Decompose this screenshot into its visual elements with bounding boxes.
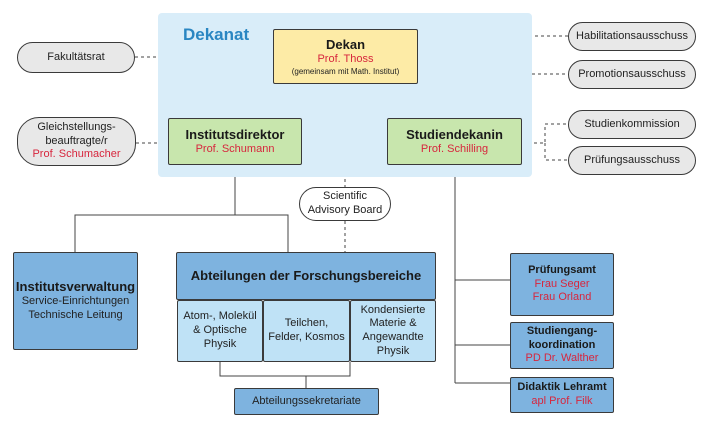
gleichstellung-person: Prof. Schumacher bbox=[32, 148, 121, 161]
gleichstellung-line2: beauftragte/r bbox=[45, 134, 108, 147]
abteilung-kondensiert-box[interactable]: Kondensierte Materie & Angewandte Physik bbox=[350, 300, 436, 362]
studiengangkoordination-box[interactable]: Studiengang- koordination PD Dr. Walther bbox=[510, 322, 614, 369]
abteilung-atom-line3: Physik bbox=[203, 337, 237, 350]
pruefungsamt-title: Prüfungsamt bbox=[528, 263, 596, 276]
studiengang-line2: koordination bbox=[528, 338, 596, 351]
promotionsausschuss-label: Promotionsausschuss bbox=[578, 67, 686, 80]
dekanat-label: Dekanat bbox=[183, 25, 250, 44]
abteilungssekretariate-label: Abteilungssekretariate bbox=[252, 394, 361, 407]
dekan-person: Prof. Thoss bbox=[317, 52, 374, 65]
didaktik-title: Didaktik Lehramt bbox=[517, 381, 607, 394]
dekan-title: Dekan bbox=[325, 36, 366, 52]
abteilung-teilchen-box[interactable]: Teilchen, Felder, Kosmos bbox=[263, 300, 350, 362]
pruefungsausschuss-label: Prüfungsausschuss bbox=[584, 153, 680, 166]
institutsverwaltung-line2: Technische Leitung bbox=[28, 309, 123, 322]
dekan-note: (gemeinsam mit Math. Institut) bbox=[291, 66, 400, 76]
abteilung-kondensiert-line1: Kondensierte bbox=[360, 303, 426, 316]
institutsverwaltung-box[interactable]: Institutsverwaltung Service-Einrichtunge… bbox=[13, 252, 138, 350]
pruefungsamt-person1: Frau Seger bbox=[534, 277, 590, 290]
advisory-line2: Advisory Board bbox=[307, 204, 383, 216]
gleichstellung-line1: Gleichstellungs- bbox=[37, 120, 116, 133]
didaktik-person: apl Prof. Filk bbox=[531, 395, 593, 407]
studienkommission-label: Studienkommission bbox=[584, 117, 680, 130]
habilitationsausschuss-label: Habilitationsausschuss bbox=[576, 29, 688, 42]
studiengang-line1: Studiengang- bbox=[526, 324, 598, 337]
abteilung-atom-line1: Atom-, Molekül bbox=[183, 310, 257, 323]
studiengang-person: PD Dr. Walther bbox=[525, 352, 599, 365]
pruefungsamt-person2: Frau Orland bbox=[532, 291, 592, 304]
abteilung-teilchen-line2: Felder, Kosmos bbox=[268, 331, 345, 343]
abteilungen-header-box[interactable]: Abteilungen der Forschungsbereiche bbox=[176, 252, 436, 300]
advisory-line1: Scientific bbox=[322, 190, 368, 203]
institutsverwaltung-line1: Service-Einrichtungen bbox=[21, 295, 130, 308]
fakultaetsrat-label: Fakultätsrat bbox=[47, 50, 105, 63]
dekan-box[interactable]: Dekan Prof. Thoss (gemeinsam mit Math. I… bbox=[273, 29, 418, 84]
studienkommission-pill[interactable]: Studienkommission bbox=[568, 110, 696, 139]
studiendekanin-box[interactable]: Studiendekanin Prof. Schilling bbox=[387, 118, 522, 165]
pruefungsausschuss-pill[interactable]: Prüfungsausschuss bbox=[568, 146, 696, 175]
abteilungssekretariate-box[interactable]: Abteilungssekretariate bbox=[234, 388, 379, 415]
habilitationsausschuss-pill[interactable]: Habilitationsausschuss bbox=[568, 22, 696, 51]
abteilung-kondensiert-line4: Physik bbox=[376, 344, 410, 357]
gleichstellung-pill[interactable]: Gleichstellungs- beauftragte/r Prof. Sch… bbox=[17, 117, 136, 166]
institutsdirektor-person: Prof. Schumann bbox=[195, 142, 275, 155]
institutsdirektor-box[interactable]: Institutsdirektor Prof. Schumann bbox=[168, 118, 302, 165]
abteilung-kondensiert-line2: Materie & bbox=[369, 317, 417, 330]
abteilung-atom-box[interactable]: Atom-, Molekül & Optische Physik bbox=[177, 300, 263, 362]
abteilung-teilchen-line1: Teilchen, bbox=[284, 317, 329, 330]
didaktik-lehramt-box[interactable]: Didaktik Lehramt apl Prof. Filk bbox=[510, 377, 614, 413]
abteilung-kondensiert-line3: Angewandte bbox=[362, 331, 424, 343]
abteilungen-title: Abteilungen der Forschungsbereiche bbox=[190, 267, 422, 283]
promotionsausschuss-pill[interactable]: Promotionsausschuss bbox=[568, 60, 696, 89]
abteilung-atom-line2: & Optische bbox=[193, 324, 247, 337]
institutsdirektor-title: Institutsdirektor bbox=[185, 126, 285, 142]
pruefungsamt-box[interactable]: Prüfungsamt Frau Seger Frau Orland bbox=[510, 253, 614, 316]
institutsverwaltung-title: Institutsverwaltung bbox=[15, 279, 136, 295]
advisory-board-pill[interactable]: Scientific Advisory Board bbox=[299, 187, 391, 221]
studiendekanin-person: Prof. Schilling bbox=[420, 142, 489, 155]
fakultaetsrat-pill[interactable]: Fakultätsrat bbox=[17, 42, 135, 73]
studiendekanin-title: Studiendekanin bbox=[406, 126, 503, 142]
